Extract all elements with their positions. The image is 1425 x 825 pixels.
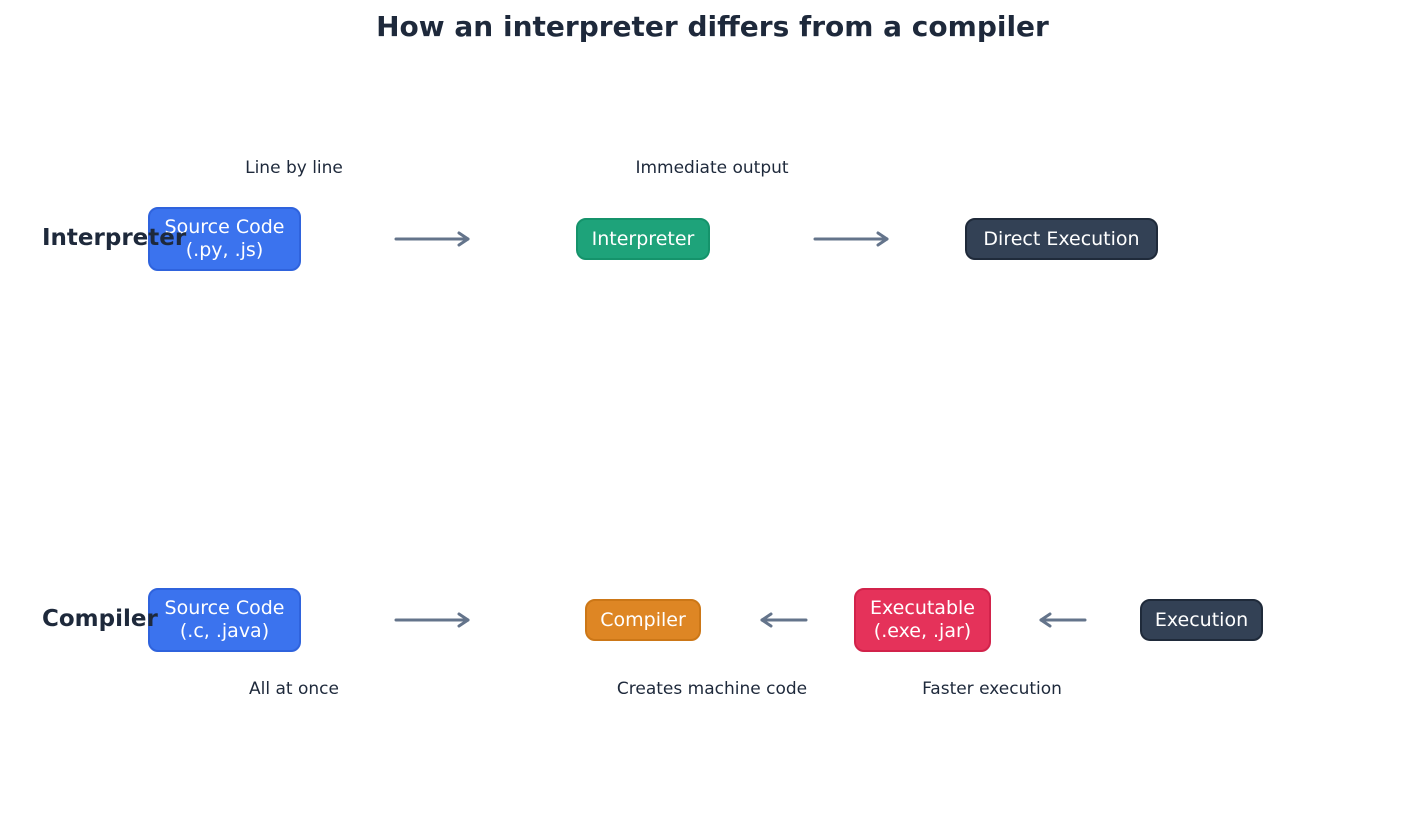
executable-title: Executable [870, 597, 975, 619]
arrow-source-to-interpreter [394, 231, 470, 247]
note-line-by-line: Line by line [245, 158, 343, 178]
compiler-box-label: Compiler [600, 608, 686, 631]
note-creates-machine-code: Creates machine code [616, 679, 808, 699]
interpreter-source-title: Source Code [164, 216, 285, 238]
arrow-executable-to-compiler [760, 612, 808, 628]
direct-execution-label: Direct Execution [983, 227, 1140, 250]
compiler-box: Compiler [585, 599, 701, 641]
interpreter-row-label: Interpreter [42, 225, 187, 251]
execution-box: Execution [1140, 599, 1263, 641]
note-immediate-output: Immediate output [635, 158, 789, 178]
interpreter-box-label: Interpreter [591, 227, 695, 250]
interpreter-source-extensions: (.py, .js) [185, 239, 264, 261]
note-faster-execution: Faster execution [922, 679, 1062, 699]
note-all-at-once: All at once [249, 679, 339, 699]
interpreter-box: Interpreter [576, 218, 710, 260]
executable-box: Executable (.exe, .jar) [854, 588, 991, 652]
interpreter-source-code-box: Source Code (.py, .js) [148, 207, 301, 271]
executable-extensions: (.exe, .jar) [873, 620, 972, 642]
arrow-source-to-compiler [394, 612, 470, 628]
direct-execution-box: Direct Execution [965, 218, 1158, 260]
page-title: How an interpreter differs from a compil… [376, 10, 1049, 43]
compiler-source-title: Source Code [164, 597, 285, 619]
compiler-row-label: Compiler [42, 606, 158, 632]
execution-label: Execution [1154, 608, 1249, 631]
arrow-execution-to-executable [1039, 612, 1087, 628]
arrow-interpreter-to-execution [813, 231, 889, 247]
compiler-source-extensions: (.c, .java) [179, 620, 270, 642]
compiler-source-code-box: Source Code (.c, .java) [148, 588, 301, 652]
